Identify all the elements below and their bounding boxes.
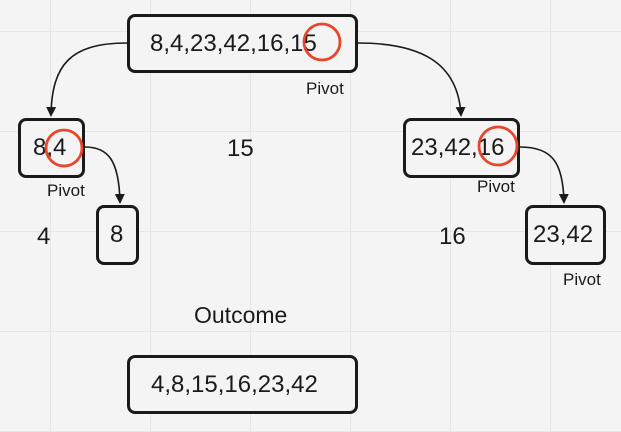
left-partition-box: 8,4 <box>18 118 85 178</box>
pivot-label-left: Pivot <box>47 181 85 200</box>
left-leftover-value: 4 <box>37 223 51 250</box>
arrow-root-to-left <box>46 42 128 117</box>
pivot-value-right: 16 <box>439 223 466 250</box>
arrow-left-to-child <box>84 146 125 204</box>
root-array-text: 8,4,23,42,16,15 <box>150 29 317 57</box>
pivot-label-right-child: Pivot <box>563 270 601 289</box>
outcome-text: 4,8,15,16,23,42 <box>151 370 318 398</box>
left-child-text: 8 <box>110 221 124 248</box>
root-array-box: 8,4,23,42,16,15 <box>127 14 358 73</box>
right-child-text: 23,42 <box>533 221 594 248</box>
arrow-root-to-right <box>357 42 466 117</box>
pivot-label-right: Pivot <box>477 177 515 196</box>
right-partition-box: 23,42,16 <box>403 118 520 178</box>
pivot-label-root: Pivot <box>306 79 344 98</box>
pivot-value-root: 15 <box>227 135 254 162</box>
arrow-right-to-child <box>519 146 569 204</box>
right-child-box: 23,42 <box>525 205 606 265</box>
right-partition-text: 23,42,16 <box>411 134 505 161</box>
left-child-box: 8 <box>96 205 139 265</box>
outcome-title: Outcome <box>194 302 288 328</box>
outcome-box: 4,8,15,16,23,42 <box>127 355 358 414</box>
left-partition-text: 8,4 <box>33 134 67 161</box>
